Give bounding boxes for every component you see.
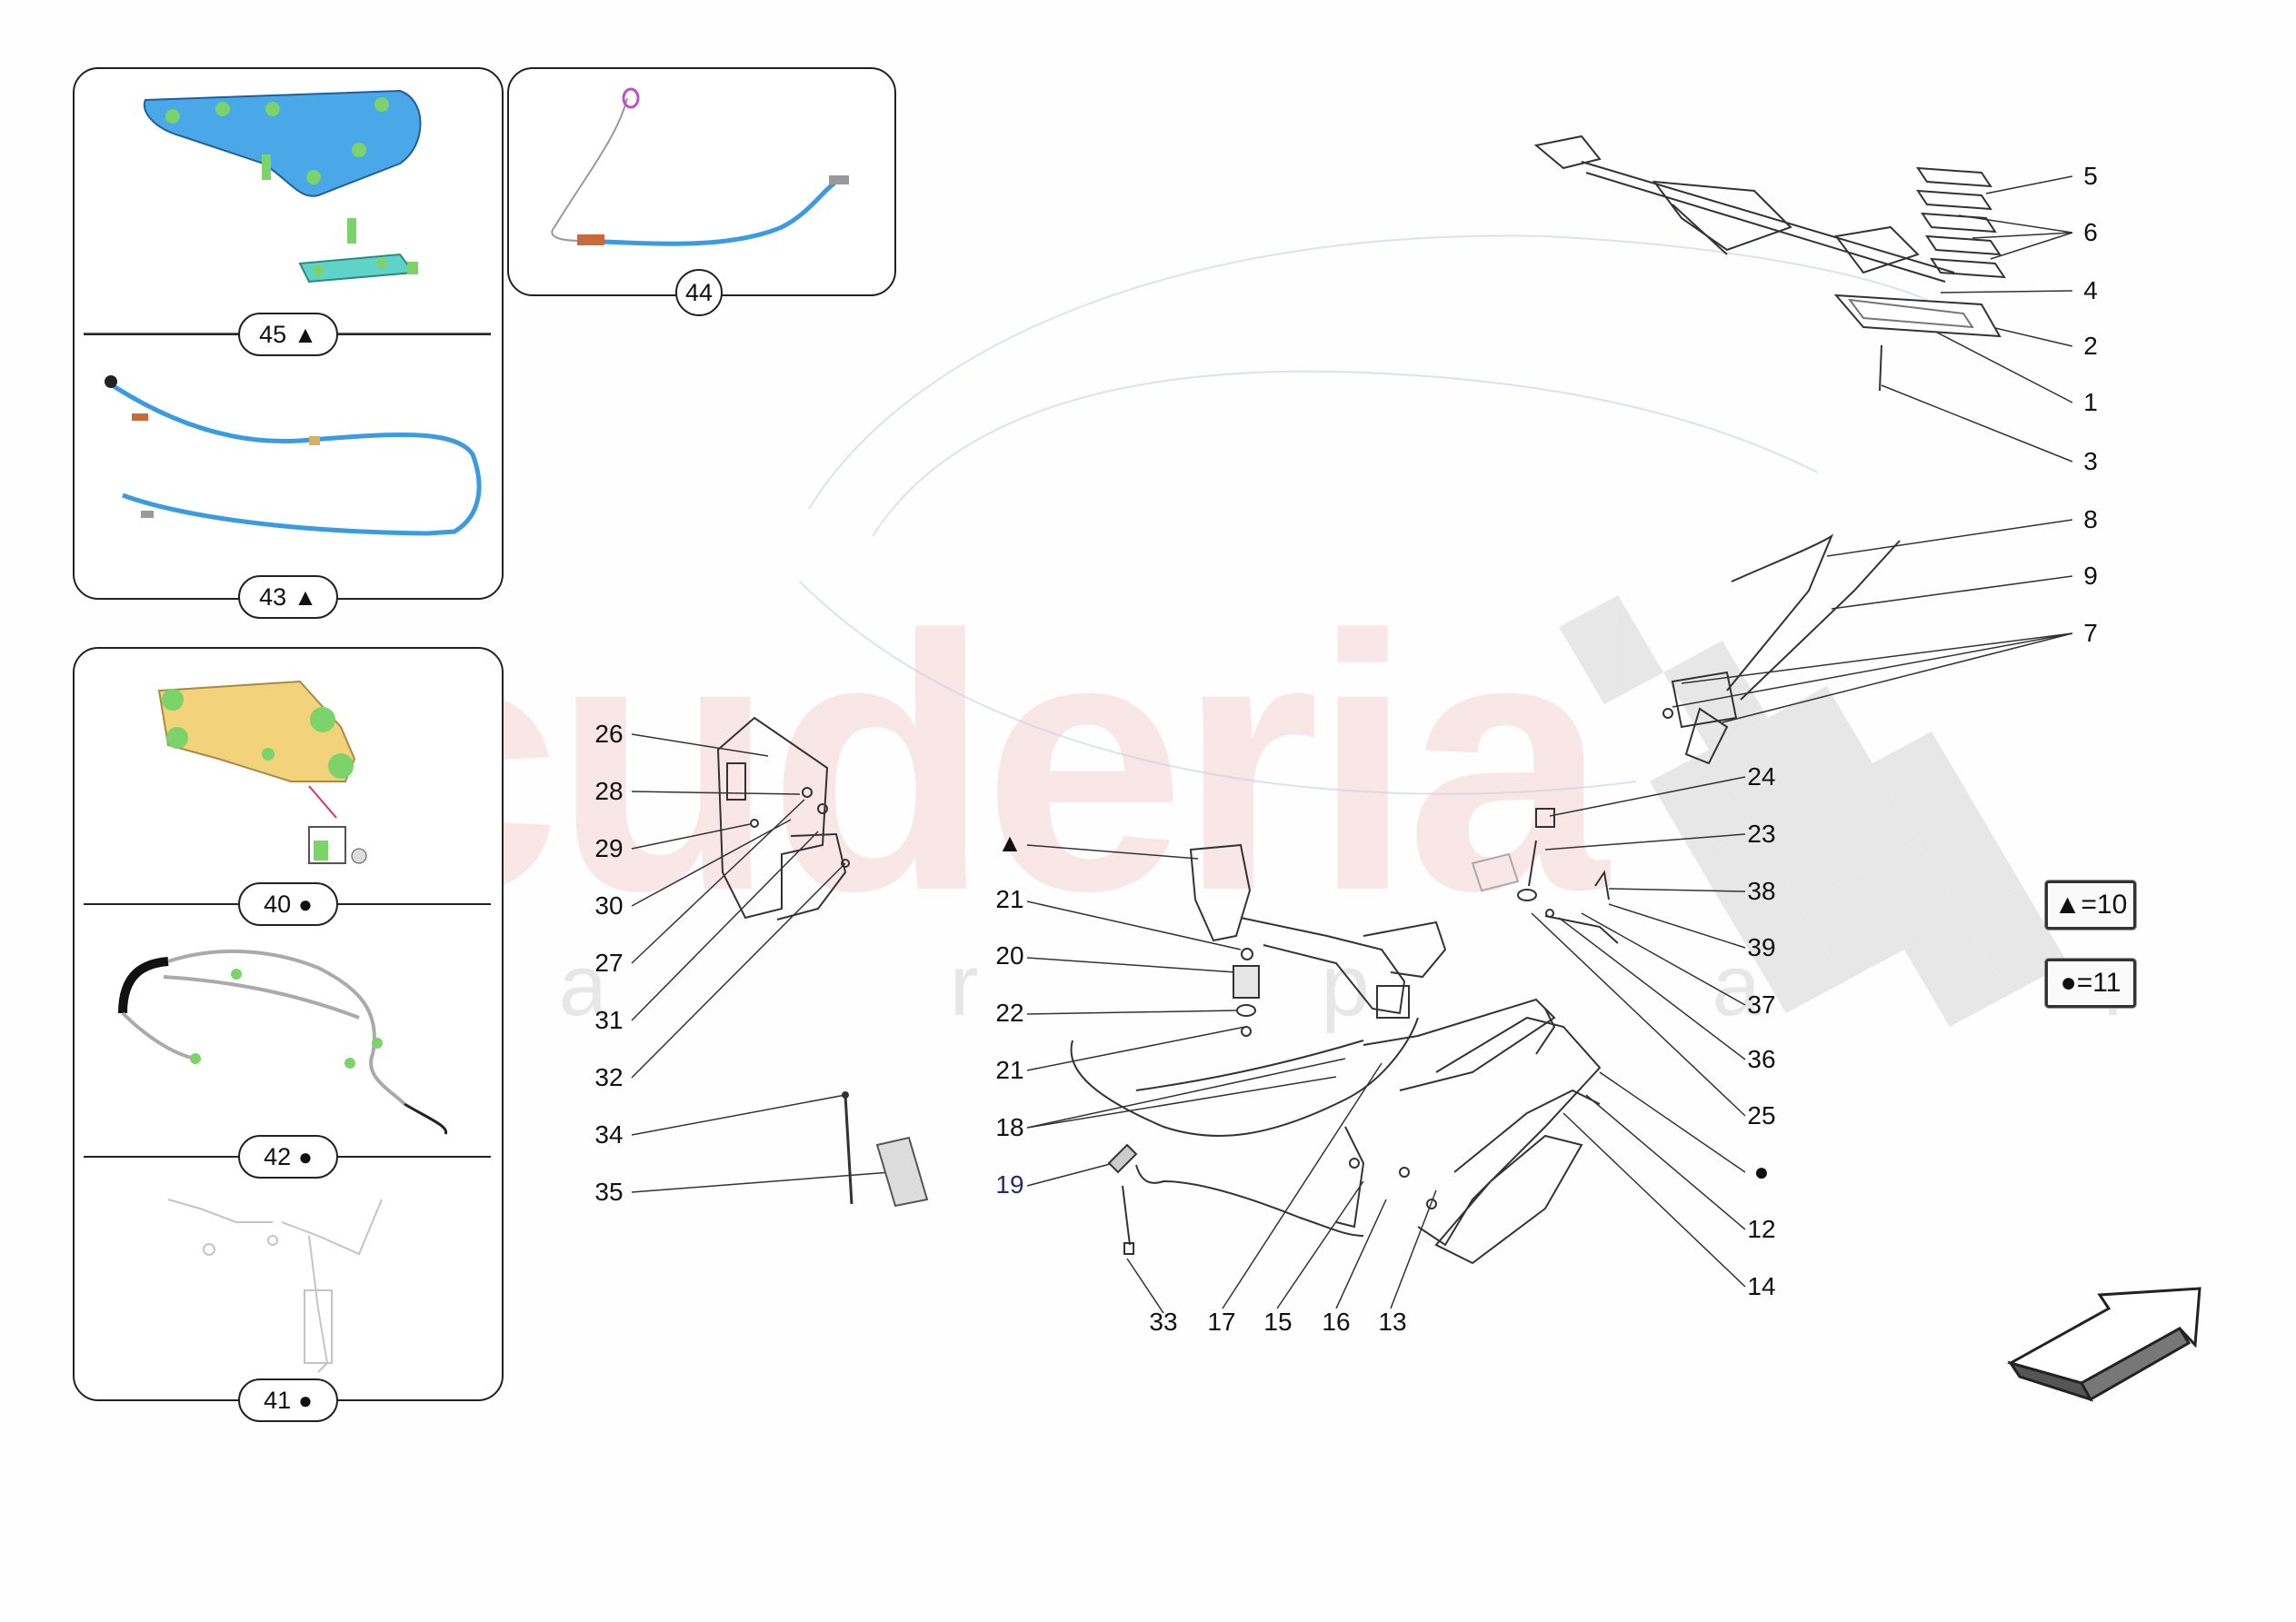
sketch-part-41 — [167, 1199, 383, 1373]
car-outline — [799, 234, 1928, 795]
circle-icon: ● — [298, 1142, 313, 1170]
callout-26: 26 — [594, 720, 624, 748]
callout-13: 13 — [1378, 1308, 1407, 1336]
callout-21b: 21 — [995, 1056, 1024, 1084]
hose-part-42 — [118, 949, 448, 1135]
panel-label-45: 45 ▲ — [238, 313, 338, 356]
callout-27: 27 — [594, 949, 624, 977]
pedal-assembly — [1070, 843, 1447, 1255]
callout-34: 34 — [594, 1120, 624, 1149]
callout-30: 30 — [594, 891, 624, 920]
pin-and-plate — [842, 1091, 929, 1208]
panel-label-40: 40 ● — [238, 882, 338, 926]
circle-icon: ● — [298, 890, 313, 918]
panel-number: 45 — [259, 320, 287, 348]
panel-number: 40 — [264, 890, 292, 918]
leader-lines — [84, 175, 2073, 1314]
callout-14: 14 — [1747, 1272, 1776, 1300]
panel-label-44: 44 — [675, 269, 723, 316]
callout-17: 17 — [1207, 1308, 1236, 1336]
callout-triangle: ▲ — [997, 829, 1023, 857]
callout-23: 23 — [1747, 820, 1776, 848]
assembly-part-40 — [157, 680, 367, 864]
triangle-icon: ▲ — [294, 582, 317, 611]
callout-18: 18 — [995, 1113, 1024, 1141]
callout-39: 39 — [1747, 933, 1776, 961]
latch-cable-assembly — [1662, 533, 1901, 765]
callout-15: 15 — [1263, 1308, 1293, 1336]
callout-5: 5 — [2083, 162, 2098, 190]
callout-3: 3 — [2083, 447, 2098, 475]
callout-21a: 21 — [995, 885, 1024, 913]
panel-number: 42 — [264, 1142, 292, 1170]
callout-12: 12 — [1747, 1215, 1776, 1243]
bracket-part-45 — [143, 89, 422, 284]
callout-38: 38 — [1747, 877, 1776, 905]
callout-7: 7 — [2083, 619, 2098, 647]
callout-20: 20 — [995, 941, 1024, 970]
callout-9: 9 — [2083, 562, 2098, 590]
callout-19: 19 — [995, 1170, 1024, 1199]
callout-31: 31 — [594, 1006, 624, 1034]
panel-number: 41 — [264, 1386, 292, 1414]
checkered-flag-watermark — [1559, 595, 2068, 1027]
callout-28: 28 — [594, 777, 624, 805]
callout-36: 36 — [1747, 1045, 1776, 1073]
circle-icon: ● — [298, 1386, 313, 1414]
callout-22: 22 — [995, 999, 1024, 1027]
callout-33: 33 — [1149, 1308, 1178, 1336]
callout-24: 24 — [1747, 762, 1776, 791]
panel-number: 43 — [259, 582, 287, 611]
callout-1: 1 — [2083, 388, 2098, 416]
callout-dot: ● — [1753, 1158, 1770, 1186]
cable-part-44 — [551, 87, 849, 246]
callout-8: 8 — [2083, 505, 2098, 533]
callout-2: 2 — [2083, 332, 2098, 360]
callout-37: 37 — [1747, 990, 1776, 1019]
callout-35: 35 — [594, 1178, 624, 1206]
control-rail-assembly — [1533, 134, 2006, 392]
pivot-parts — [1471, 808, 1619, 944]
direction-arrow — [2007, 1287, 2201, 1402]
pedal-bracket-assembly — [716, 716, 850, 920]
triangle-icon: ▲ — [294, 320, 317, 348]
legend-circle: ●=11 — [2045, 959, 2136, 1008]
callout-32: 32 — [594, 1063, 624, 1091]
callout-25: 25 — [1747, 1101, 1776, 1129]
panel-label-42: 42 ● — [238, 1135, 338, 1179]
callout-6: 6 — [2083, 218, 2098, 246]
panel-label-43: 43 ▲ — [238, 575, 338, 619]
linkage-assembly — [1335, 998, 1602, 1265]
legend-triangle: ▲=10 — [2045, 881, 2136, 930]
callout-29: 29 — [594, 834, 624, 862]
callout-4: 4 — [2083, 276, 2098, 304]
callout-16: 16 — [1322, 1308, 1351, 1336]
panel-label-41: 41 ● — [238, 1378, 338, 1422]
cable-part-43 — [105, 375, 482, 536]
